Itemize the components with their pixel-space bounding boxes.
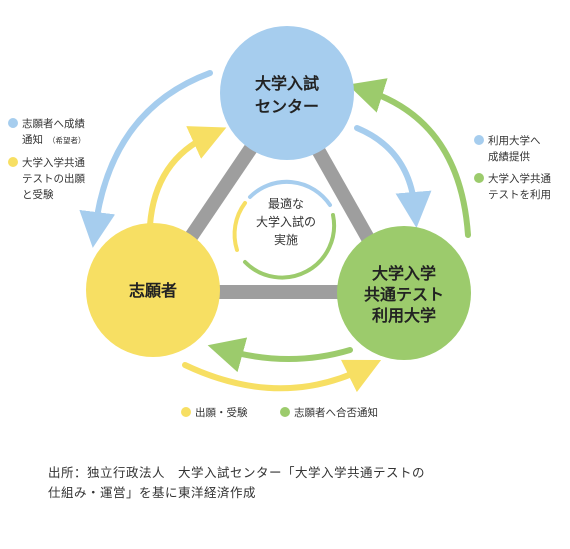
legend-bottom-left-text: 出願・受験 xyxy=(195,406,248,419)
legend-left-bottom-line1: 大学入学共通 xyxy=(22,156,85,169)
legend-left-top-line1: 志願者へ成績 xyxy=(22,117,85,130)
outer-arrows xyxy=(79,70,471,393)
node-center-top-line1: 大学入試 xyxy=(255,74,319,93)
legend-left-top-line2: 通知 xyxy=(22,133,43,146)
arrow-green-to-center xyxy=(347,78,471,238)
source-note-line2: 仕組み・運営」を基に東洋経済作成 xyxy=(48,485,257,500)
node-university-line2: 共通テスト xyxy=(364,285,444,304)
source-note: 出所：独立行政法人 大学入試センター「大学入学共通テストの 仕組み・運営」を基に… xyxy=(48,463,548,503)
center-ring-yellow xyxy=(232,201,247,252)
legend-dot-blue xyxy=(474,135,484,145)
center-ring: 最適な 大学入試の 実施 xyxy=(232,179,337,280)
center-label-line1: 最適な xyxy=(268,196,304,211)
node-university-line1: 大学入学 xyxy=(372,264,436,283)
node-university: 大学入学 共通テスト 利用大学 xyxy=(337,226,471,360)
legend-bottom: 出願・受験 志願者へ合否通知 xyxy=(181,406,378,419)
center-label-line2: 大学入試の xyxy=(256,214,316,229)
legend-right-bottom-line2: テストを利用 xyxy=(488,189,551,201)
legend-left-bottom-line2: テストの出願 xyxy=(22,172,85,185)
arrow-blue-to-university xyxy=(354,125,432,228)
arrow-green-to-applicant xyxy=(207,337,353,373)
legend-bottom-right-text: 志願者へ合否通知 xyxy=(294,406,378,419)
node-center-top-line2: センター xyxy=(255,97,319,116)
legend-right-bottom: 大学入学共通 テストを利用 xyxy=(474,172,551,201)
arrow-yellow-to-center xyxy=(147,126,227,228)
center-ring-blue xyxy=(248,179,332,207)
legend-dot-yellow xyxy=(8,157,18,167)
node-university-circle xyxy=(337,226,471,360)
node-center-top-circle xyxy=(220,26,354,160)
source-note-line1: 出所：独立行政法人 大学入試センター「大学入学共通テストの xyxy=(48,465,426,480)
legend-dot-green xyxy=(474,173,484,183)
center-label-line3: 実施 xyxy=(274,232,298,247)
node-applicant-line1: 志願者 xyxy=(129,281,177,300)
center-ring-green xyxy=(243,213,337,280)
legend-left-bottom-line3: と受験 xyxy=(22,188,54,201)
legend-dot-yellow xyxy=(181,407,191,417)
node-center-top: 大学入試 センター xyxy=(220,26,354,160)
legend-dot-green xyxy=(280,407,290,417)
legend-right-bottom-line1: 大学入学共通 xyxy=(488,172,551,185)
arrow-blue-to-applicant xyxy=(79,70,213,248)
legend-left-top-note: （希望者） xyxy=(48,135,86,145)
legend-right-top-line2: 成績提供 xyxy=(488,150,530,163)
node-applicant: 志願者 xyxy=(86,223,220,357)
node-university-line3: 利用大学 xyxy=(372,306,436,325)
legend-right-top: 利用大学へ 成績提供 xyxy=(474,134,541,163)
arrow-yellow-to-university xyxy=(182,359,382,393)
legend-left-top: 志願者へ成績 通知 （希望者） xyxy=(8,117,86,146)
legend-dot-blue xyxy=(8,118,18,128)
node-applicant-circle xyxy=(86,223,220,357)
legend-left-bottom: 大学入学共通 テストの出願 と受験 xyxy=(8,156,85,201)
legend-right-top-line1: 利用大学へ xyxy=(488,134,541,147)
